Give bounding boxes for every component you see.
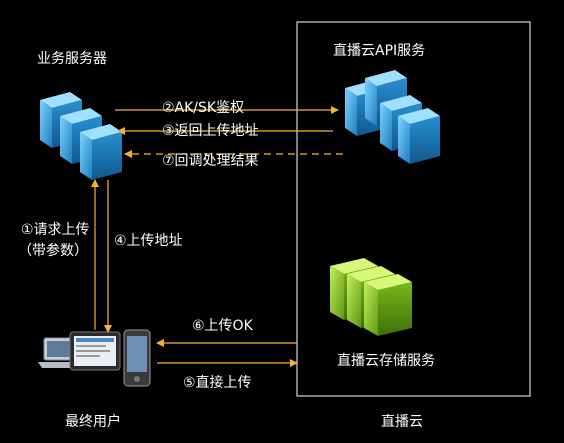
api-service-label: 直播云API服务: [333, 43, 426, 59]
end-user-devices-icon: [38, 329, 151, 387]
edge-step7-label: ⑦回调处理结果: [162, 153, 259, 169]
phone-icon: [123, 329, 151, 387]
edge-step1-label-params: （带参数）: [18, 243, 88, 259]
edge-step4-label: ④上传地址: [114, 233, 183, 249]
cloud-boundary-box: [296, 21, 531, 397]
tablet-icon: [69, 331, 121, 371]
edge-step2-label: ②AK/SK鉴权: [162, 100, 245, 116]
cloud-label: 直播云: [381, 414, 423, 430]
edge-step5-label: ⑤直接上传: [183, 375, 252, 391]
storage-server-icon: [330, 258, 412, 336]
edge-step1-label: ①请求上传: [21, 222, 90, 238]
edge-step6-label: ⑥上传OK: [192, 318, 253, 334]
business-server-label: 业务服务器: [37, 51, 107, 67]
storage-service-label: 直播云存储服务: [337, 353, 435, 369]
edge-step3-label: ③返回上传地址: [162, 123, 259, 139]
business-server-icon: [40, 92, 122, 180]
api-server-icon: [345, 70, 440, 164]
end-user-label: 最终用户: [65, 414, 121, 430]
